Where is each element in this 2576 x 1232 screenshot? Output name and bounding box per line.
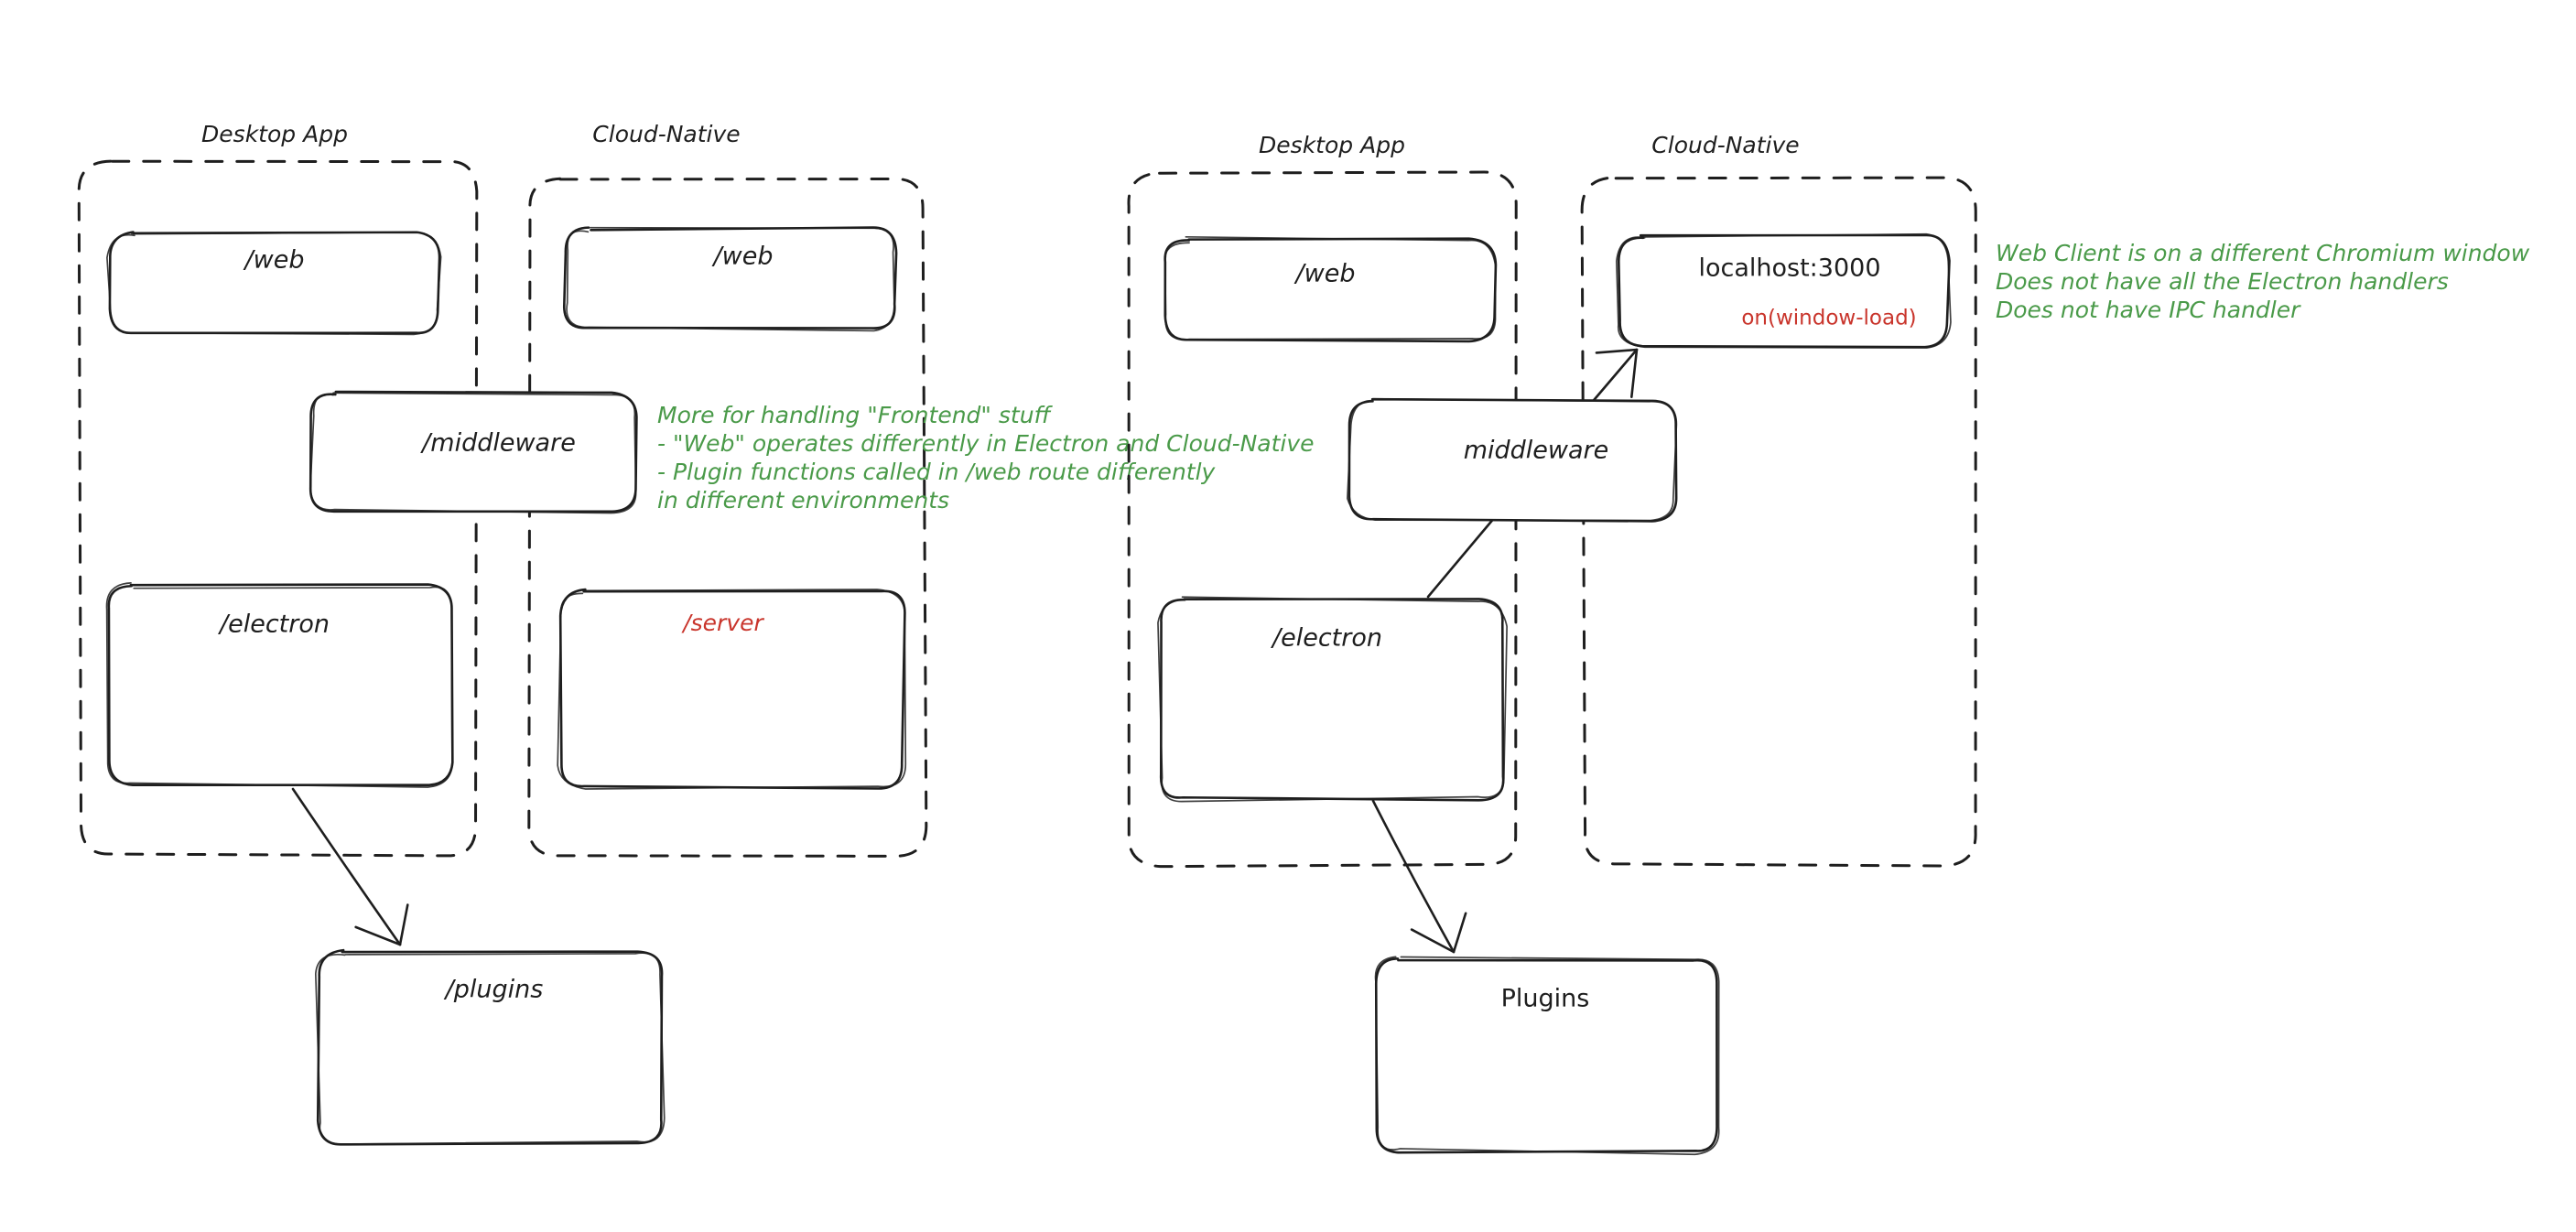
node-label-left-server: /server [681,610,764,636]
node-right-localhost[interactable]: localhost:3000 on(window-load) [1615,232,1952,349]
arrow-right-electron-to-plugins [1371,799,1467,954]
node-left-web-cloud[interactable]: /web [562,226,898,332]
group-label-left-cloud-native: Cloud-Native [592,121,740,147]
annotation-line: in different environments [657,487,949,513]
node-label-left-electron: /electron [218,611,330,639]
group-label-right-cloud-native: Cloud-Native [1651,132,1799,158]
node-label-right-electron: /electron [1271,624,1382,653]
node-label-right-plugins: Plugins [1501,985,1590,1013]
node-label-left-web-desktop: /web [244,246,305,275]
group-label-left-desktop-app: Desktop App [201,121,348,147]
node-label-left-plugins: /plugins [444,976,544,1004]
annotation-line: - Plugin functions called in /web route … [657,459,1217,485]
annotation-right-red-note: Web Client is on a different Chromium wi… [1996,240,2530,323]
node-label-left-middleware: /middleware [420,429,576,458]
annotation-line: Does not have all the Electron handlers [1996,268,2449,295]
node-left-plugins[interactable]: /plugins [314,948,666,1146]
node-left-web-desktop[interactable]: /web [106,231,442,336]
node-right-middleware[interactable]: middleware [1347,397,1678,523]
annotation-line: More for handling "Frontend" stuff [657,402,1054,428]
right-diagram: Desktop App Cloud-Native/web localhost:300… [1127,132,2530,1156]
arrow-left-electron-to-plugins [291,787,409,946]
annotation-line: - "Web" operates differently in Electron… [657,430,1315,457]
node-label-right-middleware: middleware [1464,437,1609,465]
left-diagram: Desktop App Cloud-Native/web/web/middlewa… [77,121,1315,1146]
annotation-line: Web Client is on a different Chromium wi… [1996,240,2530,266]
group-left-desktop-app[interactable]: Desktop App [77,121,479,858]
group-label-right-desktop-app: Desktop App [1259,132,1405,158]
node-left-middleware[interactable]: /middleware [308,390,638,514]
node-sublabel-right-localhost: on(window-load) [1741,307,1916,330]
node-right-electron[interactable]: /electron [1157,596,1508,803]
group-right-cloud-native[interactable]: Cloud-Native [1580,132,1977,868]
annotation-left-green-note: More for handling "Frontend" stuff- "Web… [657,402,1315,513]
node-right-web[interactable]: /web [1164,235,1498,343]
node-label-right-web: /web [1294,260,1356,288]
node-label-left-web-cloud: /web [712,243,774,271]
node-right-plugins[interactable]: Plugins [1374,956,1720,1156]
annotation-line: Does not have IPC handler [1996,297,2301,323]
group-left-cloud-native[interactable]: Cloud-Native [527,121,928,858]
node-left-server[interactable]: /server [557,588,907,790]
group-right-desktop-app[interactable]: Desktop App [1127,132,1518,869]
node-left-electron[interactable]: /electron [105,582,454,788]
node-label-right-localhost: localhost:3000 [1698,254,1880,283]
